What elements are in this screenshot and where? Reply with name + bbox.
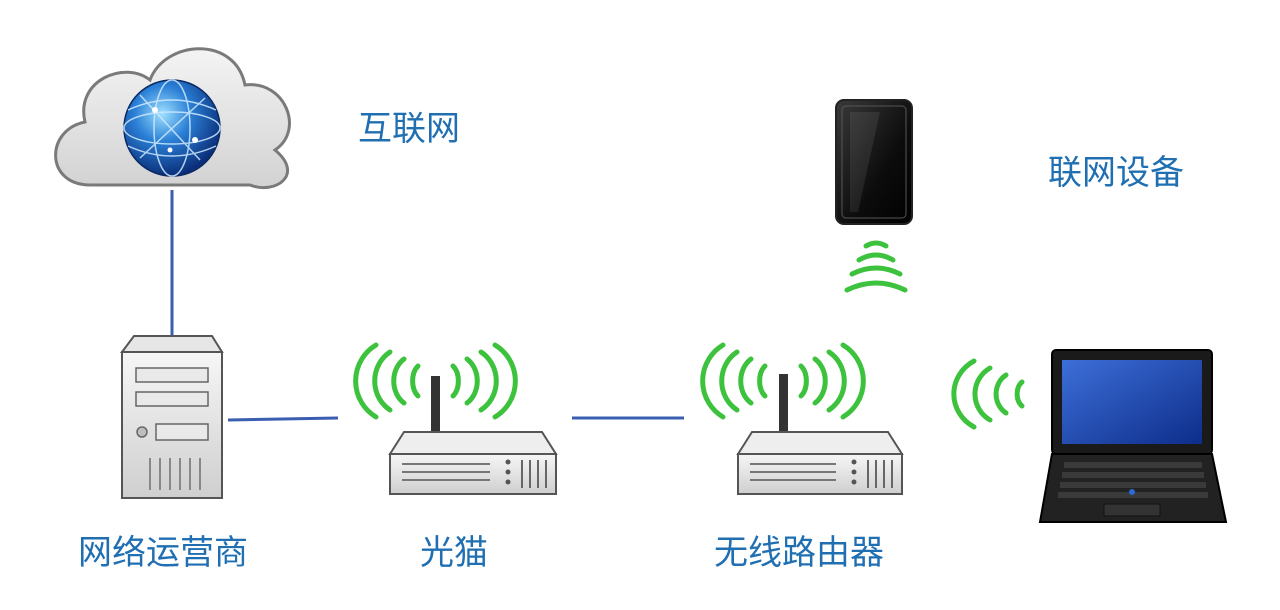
connected-devices-label: 联网设备 xyxy=(1048,153,1184,193)
modem-antenna-icon xyxy=(388,376,558,495)
router-antenna-icon xyxy=(736,374,904,495)
cloud-globe-icon xyxy=(54,47,291,190)
phone-wifi-signal xyxy=(844,240,908,293)
modem-wifi-signal xyxy=(353,342,518,420)
laptop-icon xyxy=(1038,349,1228,523)
optical-modem-label: 光猫 xyxy=(420,533,488,573)
wired-links xyxy=(170,190,684,422)
internet-label: 互联网 xyxy=(358,109,460,149)
smartphone-icon xyxy=(835,99,913,225)
isp-label: 网络运营商 xyxy=(78,533,248,573)
link-isp-to-modem xyxy=(227,416,339,422)
router-wifi-signal xyxy=(700,342,866,420)
server-tower-icon xyxy=(120,335,224,499)
laptop-wifi-signal xyxy=(951,358,1025,430)
wireless-router-label: 无线路由器 xyxy=(714,533,884,573)
